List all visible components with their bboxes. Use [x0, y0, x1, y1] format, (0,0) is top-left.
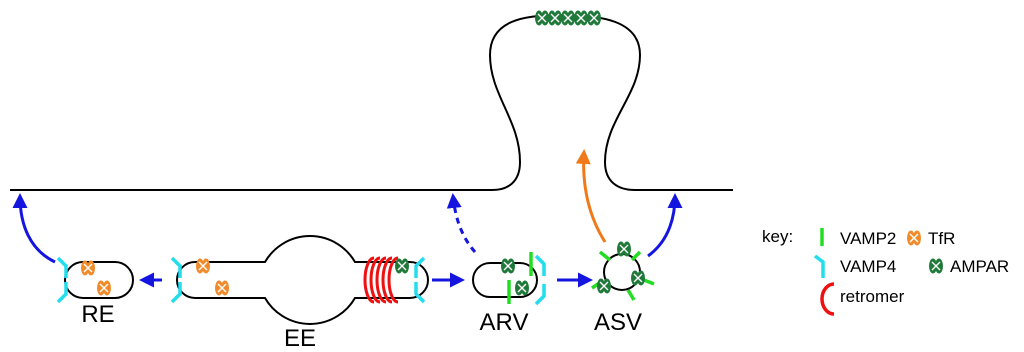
legend-ampar: AMPAR: [950, 257, 1009, 276]
label-asv: ASV: [594, 309, 642, 336]
plasma-membrane: [10, 15, 733, 190]
early-endosome: [172, 236, 428, 324]
label-ee: EE: [284, 325, 316, 352]
legend-vamp4: VAMP4: [840, 257, 896, 276]
retromer-icon: [822, 284, 834, 314]
ampar-secretory-vesicle: [592, 242, 654, 301]
label-re: RE: [81, 301, 114, 328]
legend-tfr: TfR: [928, 229, 955, 248]
legend: key: VAMP2 TfR VAMP4 AMPAR retromer: [762, 227, 1009, 314]
legend-title: key:: [762, 227, 793, 246]
vamp4-icon: [815, 256, 823, 278]
re-to-membrane-arrow: [20, 196, 55, 262]
legend-vamp2: VAMP2: [840, 229, 896, 248]
recycling-endosome: [58, 258, 133, 302]
spine-ampar-cluster: [535, 11, 601, 26]
tfr-icon: [907, 231, 921, 246]
ampar-recycling-vesicle: [473, 252, 544, 304]
asv-to-spine-arrow: [584, 152, 605, 242]
label-arv: ARV: [480, 309, 529, 336]
legend-retromer: retromer: [840, 287, 905, 306]
asv-to-shaft-arrow: [648, 196, 675, 256]
ampar-icon: [929, 259, 943, 274]
arv-to-membrane-dashed-arrow: [453, 196, 475, 252]
